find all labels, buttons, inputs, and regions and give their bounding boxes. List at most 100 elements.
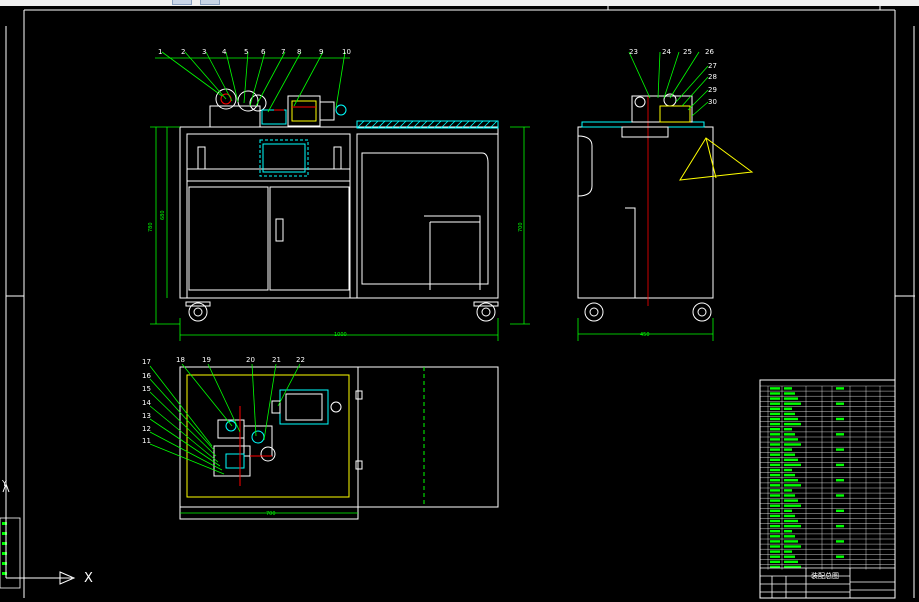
bom-name-mark bbox=[784, 473, 795, 477]
bom-name-mark bbox=[784, 392, 795, 395]
bom-material-mark bbox=[836, 387, 844, 390]
part-label-29: 29 bbox=[708, 86, 717, 94]
bom-name-mark bbox=[784, 397, 798, 400]
part-label-24: 24 bbox=[662, 48, 671, 56]
bom-name-mark bbox=[784, 479, 798, 482]
bom-name-mark bbox=[784, 463, 801, 467]
part-label-21: 21 bbox=[272, 356, 281, 364]
svg-text:700: 700 bbox=[518, 222, 524, 232]
part-label-17: 17 bbox=[142, 358, 151, 366]
bom-code-mark bbox=[770, 473, 780, 477]
bom-name-mark bbox=[784, 387, 792, 390]
bom-material-mark bbox=[836, 463, 844, 467]
front-view: 780 680 1000 700 1 2 3 4 5 6 7 8 bbox=[148, 48, 530, 341]
svg-text:680: 680 bbox=[160, 210, 166, 220]
part-label-22: 22 bbox=[296, 356, 305, 364]
dimension-lines bbox=[150, 126, 530, 341]
bom-name-mark bbox=[784, 438, 798, 441]
bom-name-mark bbox=[784, 499, 798, 502]
machine-assembly bbox=[209, 88, 347, 128]
bom-name-mark bbox=[784, 422, 801, 426]
part-label-1: 1 bbox=[158, 48, 162, 56]
part-label-13: 13 bbox=[142, 412, 151, 420]
part-label-26: 26 bbox=[705, 48, 714, 56]
part-label-9: 9 bbox=[319, 48, 323, 56]
part-label-6: 6 bbox=[261, 48, 266, 56]
bom-code-mark bbox=[770, 479, 780, 482]
bom-name-mark bbox=[784, 560, 798, 563]
bom-code-mark bbox=[770, 555, 780, 558]
bom-code-mark bbox=[770, 417, 780, 421]
drawing-canvas[interactable]: 780 680 1000 700 1 2 3 4 5 6 7 8 bbox=[0, 6, 919, 602]
part-label-25: 25 bbox=[683, 48, 692, 56]
svg-text:700: 700 bbox=[266, 511, 276, 517]
bom-name-mark bbox=[784, 514, 795, 518]
bom-name-mark bbox=[784, 494, 795, 497]
bom-name-mark bbox=[784, 484, 801, 487]
bom-material-mark bbox=[836, 555, 844, 558]
bom-code-mark bbox=[770, 387, 780, 390]
bom-code-mark bbox=[770, 448, 780, 451]
bom-code-mark bbox=[770, 550, 780, 553]
bom-table bbox=[760, 385, 895, 570]
bom-name-mark bbox=[784, 524, 801, 528]
bom-name-mark bbox=[784, 458, 798, 461]
bom-code-mark bbox=[770, 392, 780, 395]
part-label-14: 14 bbox=[142, 399, 151, 407]
hatched-panel bbox=[356, 120, 499, 129]
bom-name-mark bbox=[784, 448, 792, 451]
bom-material-mark bbox=[836, 479, 844, 482]
bom-code-mark bbox=[770, 494, 780, 497]
bom-code-mark bbox=[770, 428, 780, 431]
bom-code-mark bbox=[770, 402, 780, 405]
bom-name-mark bbox=[784, 407, 792, 410]
bom-name-mark bbox=[784, 509, 792, 512]
bom-code-mark bbox=[770, 489, 780, 492]
bom-code-mark bbox=[770, 504, 780, 507]
part-label-28: 28 bbox=[708, 73, 717, 81]
bom-name-mark bbox=[784, 453, 795, 456]
part-label-16: 16 bbox=[142, 372, 151, 380]
part-label-15: 15 bbox=[142, 385, 151, 393]
part-label-10: 10 bbox=[342, 48, 351, 56]
toolbar-tab[interactable] bbox=[172, 0, 192, 5]
bom-code-mark bbox=[770, 438, 780, 441]
plan-view: 700 17 16 15 14 13 12 11 18 19 20 21 22 bbox=[142, 356, 499, 520]
part-number-labels: 1 2 3 4 5 6 7 8 9 10 bbox=[158, 48, 351, 56]
bom-code-mark bbox=[770, 422, 780, 426]
toolbar-tab[interactable] bbox=[200, 0, 220, 5]
bom-name-mark bbox=[784, 555, 795, 558]
bom-material-mark bbox=[836, 540, 844, 543]
bom-name-mark bbox=[784, 433, 795, 436]
part-label-27: 27 bbox=[708, 62, 717, 70]
part-label-23: 23 bbox=[629, 48, 638, 56]
part-label-7: 7 bbox=[281, 48, 285, 56]
part-label-8: 8 bbox=[297, 48, 301, 56]
caster-wheels bbox=[185, 301, 499, 322]
bom-name-mark bbox=[784, 519, 798, 523]
bom-name-mark bbox=[784, 550, 792, 553]
bom-name-mark bbox=[784, 565, 801, 569]
bom-code-mark bbox=[770, 407, 780, 410]
bom-material-mark bbox=[836, 524, 844, 528]
bom-code-mark bbox=[770, 560, 780, 563]
bom-material-mark bbox=[836, 509, 844, 512]
bom-name-mark bbox=[784, 402, 801, 405]
svg-text:450: 450 bbox=[640, 332, 650, 338]
window-top-strip bbox=[0, 0, 919, 6]
bom-name-mark bbox=[784, 530, 792, 533]
bom-material-mark bbox=[836, 448, 844, 451]
part-label-12: 12 bbox=[142, 425, 151, 433]
bom-name-mark bbox=[784, 412, 795, 416]
part-label-2: 2 bbox=[181, 48, 185, 56]
ucs-icon: X Y bbox=[1, 480, 93, 586]
ucs-y-label: Y bbox=[1, 480, 7, 488]
bom-material-mark bbox=[836, 433, 844, 436]
bom-material-mark bbox=[836, 402, 844, 405]
bom-code-mark bbox=[770, 433, 780, 436]
bom-code-mark bbox=[770, 535, 780, 538]
title-block: 装配总图 bbox=[759, 379, 896, 599]
bom-code-mark bbox=[770, 412, 780, 416]
bom-code-mark bbox=[770, 524, 780, 528]
part-label-4: 4 bbox=[222, 48, 227, 56]
